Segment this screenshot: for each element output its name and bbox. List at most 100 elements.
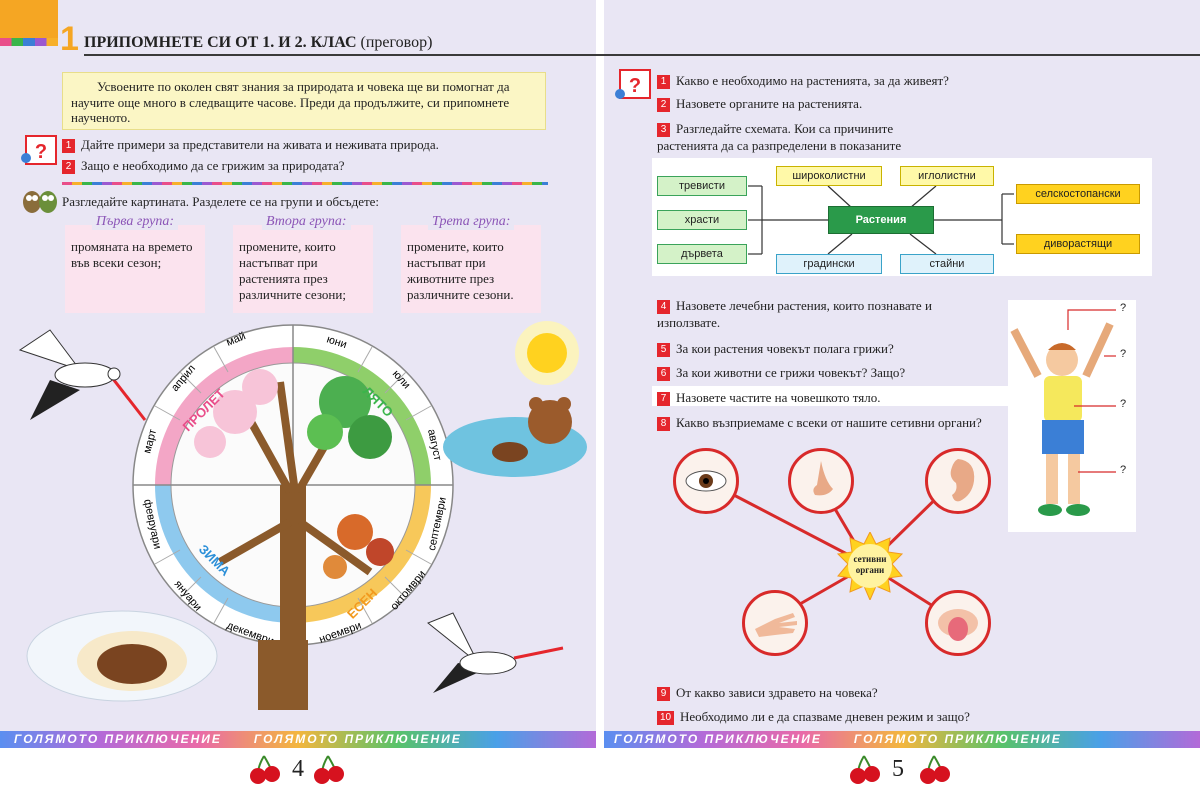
- tree-trunk: [258, 640, 308, 710]
- footer-text-1: ГОЛЯМОТО ПРИКЛЮЧЕНИЕ: [14, 732, 222, 746]
- boy-figure-icon: [1010, 309, 1116, 516]
- q-text: От какво зависи здравето на човека?: [676, 685, 878, 700]
- q-text: Назовете лечебни растения, които познава…: [657, 298, 932, 330]
- sun-icon: [515, 321, 579, 385]
- sleeping-bear-icon: [26, 610, 218, 702]
- scheme-agricultural: селскостопански: [1016, 184, 1140, 204]
- right-question-10: 10 Необходимо ли е да спазваме дневен реж…: [657, 708, 970, 725]
- q-number: 5: [657, 343, 670, 357]
- group-box-1: промяната на времето във всеки сезон;: [62, 222, 208, 316]
- owls-icon: [23, 191, 57, 213]
- right-question-8: 8 Какво възприемаме с всеки от нашите сет…: [657, 414, 982, 431]
- cherry-icon-3: [850, 755, 880, 784]
- q-text: Назовете органите на растенията.: [676, 96, 863, 111]
- scheme-herbaceous: тревисти: [657, 176, 747, 196]
- q-text: Какво възприемаме с всеки от нашите сети…: [676, 415, 982, 430]
- chapter-subtitle: (преговор): [360, 34, 433, 51]
- scheme-coniferous: иглолистни: [900, 166, 994, 186]
- tongue-icon: [925, 590, 991, 656]
- q-number: 3: [657, 123, 670, 137]
- scheme-center-plants: Растения: [828, 206, 934, 234]
- plant-scheme: тревисти храсти дървета широколистни игл…: [652, 158, 1152, 276]
- q-number: 1: [62, 139, 75, 153]
- chapter-number: 1: [60, 20, 79, 58]
- group-2-text: промените, които настъпват при растеният…: [239, 239, 346, 302]
- q-text: Какво е необходимо на растенията, за да …: [676, 73, 949, 88]
- scheme-wild: диворастящи: [1016, 234, 1140, 254]
- group-1-title: Първа група:: [92, 214, 179, 230]
- q-number: 6: [657, 367, 670, 381]
- svg-text:?: ?: [35, 141, 47, 163]
- footer-stripe-left: ГОЛЯМОТО ПРИКЛЮЧЕНИЕ ГОЛЯМОТО ПРИКЛЮЧЕНИ…: [0, 731, 596, 748]
- right-question-7: 7 Назовете частите на човешкото тяло.: [657, 389, 881, 406]
- q-text: За кои животни се грижи човекът? Защо?: [676, 365, 906, 380]
- scheme-broadleaf: широколистни: [776, 166, 882, 186]
- footer-text-2: ГОЛЯМОТО ПРИКЛЮЧЕНИЕ: [253, 732, 462, 746]
- q-text: Необходимо ли е да спазваме дневен режим…: [680, 709, 970, 724]
- group-box-3: промените, които настъпват при животните…: [398, 222, 544, 316]
- body-mark-4: ?: [1120, 464, 1127, 476]
- q-text: Дайте примери за представители на живата…: [81, 137, 439, 152]
- header-rule: [84, 54, 1200, 56]
- divider-stripe: [62, 182, 548, 185]
- left-question-1: 1 Дайте примери за представители на живат…: [62, 136, 439, 153]
- right-question-1: 1 Какво е необходимо на растенията, за да…: [657, 72, 949, 89]
- nose-icon: [788, 448, 854, 514]
- left-question-2: 2 Защо е необходимо да се грижим за приро…: [62, 157, 345, 174]
- stork-flying-icon-2: [427, 612, 564, 693]
- chapter-title-text: ПРИПОМНЕТЕ СИ ОТ 1. И 2. КЛАС: [84, 34, 357, 51]
- body-figure-panel: ? ? ? ?: [1008, 300, 1136, 532]
- bear-in-water-icon: [443, 397, 587, 477]
- q-number: 8: [657, 417, 670, 431]
- body-mark-1: ?: [1120, 302, 1127, 314]
- right-question-9: 9 От какво зависи здравето на човека?: [657, 684, 878, 701]
- cherry-icon-2: [314, 755, 344, 784]
- footer-stripe-right: ГОЛЯМОТО ПРИКЛЮЧЕНИЕ ГОЛЯМОТО ПРИКЛЮЧЕНИ…: [604, 731, 1200, 748]
- q-text: Защо е необходимо да се грижим за природ…: [81, 158, 345, 173]
- senses-center-line-1: сетивни: [853, 554, 887, 564]
- group-1-text: промяната на времето във всеки сезон;: [71, 239, 193, 270]
- mosquito-question-icon-right: ?: [615, 69, 651, 99]
- svg-text:?: ?: [629, 75, 641, 97]
- intro-text: Усвоените по околен свят знания за приро…: [71, 79, 510, 125]
- scheme-garden: градински: [776, 254, 882, 274]
- cherry-icon: [250, 755, 280, 784]
- q-number: 10: [657, 711, 674, 725]
- scheme-shrubs: храсти: [657, 210, 747, 230]
- q-number: 2: [657, 98, 670, 112]
- scheme-indoor: стайни: [900, 254, 994, 274]
- mosquito-question-icon: ?: [21, 135, 57, 165]
- q-text: Назовете частите на човешкото тяло.: [676, 390, 881, 405]
- hand-icon: [742, 590, 808, 656]
- question-7-highlight: [652, 386, 1008, 406]
- footer-text-4: ГОЛЯМОТО ПРИКЛЮЧЕНИЕ: [853, 732, 1062, 746]
- q-number: 4: [657, 300, 670, 314]
- body-mark-3: ?: [1120, 398, 1127, 410]
- right-question-5: 5 За кои растения човекът полага грижи?: [657, 340, 894, 357]
- intro-box: Усвоените по околен свят знания за приро…: [62, 72, 546, 130]
- header-corner: [0, 0, 58, 38]
- ear-icon: [925, 448, 991, 514]
- group-3-title: Трета група:: [428, 214, 515, 230]
- scheme-connectors: [748, 185, 1014, 255]
- cherry-icon-4: [920, 755, 950, 784]
- scheme-trees: дървета: [657, 244, 747, 264]
- group-3-text: промените, които настъпват при животните…: [407, 239, 514, 302]
- eye-icon: [673, 448, 739, 514]
- q-text: За кои растения човекът полага грижи?: [676, 341, 894, 356]
- right-question-2: 2 Назовете органите на растенията.: [657, 95, 862, 112]
- body-mark-2: ?: [1120, 348, 1127, 360]
- stork-flying-icon: [18, 329, 147, 421]
- q-number: 2: [62, 160, 75, 174]
- page-number-left: 4: [292, 756, 304, 782]
- q-number: 1: [657, 75, 670, 89]
- chapter-title: ПРИПОМНЕТЕ СИ ОТ 1. И 2. КЛАС (преговор): [84, 34, 432, 52]
- q-number: 9: [657, 687, 670, 701]
- senses-center-line-2: органи: [855, 565, 885, 575]
- seasons-wheel: май април март юни юли август септември …: [132, 324, 454, 648]
- right-question-6: 6 За кои животни се грижи човекът? Защо?: [657, 364, 905, 381]
- group-2-title: Втора група:: [262, 214, 351, 230]
- q-number: 7: [657, 392, 670, 406]
